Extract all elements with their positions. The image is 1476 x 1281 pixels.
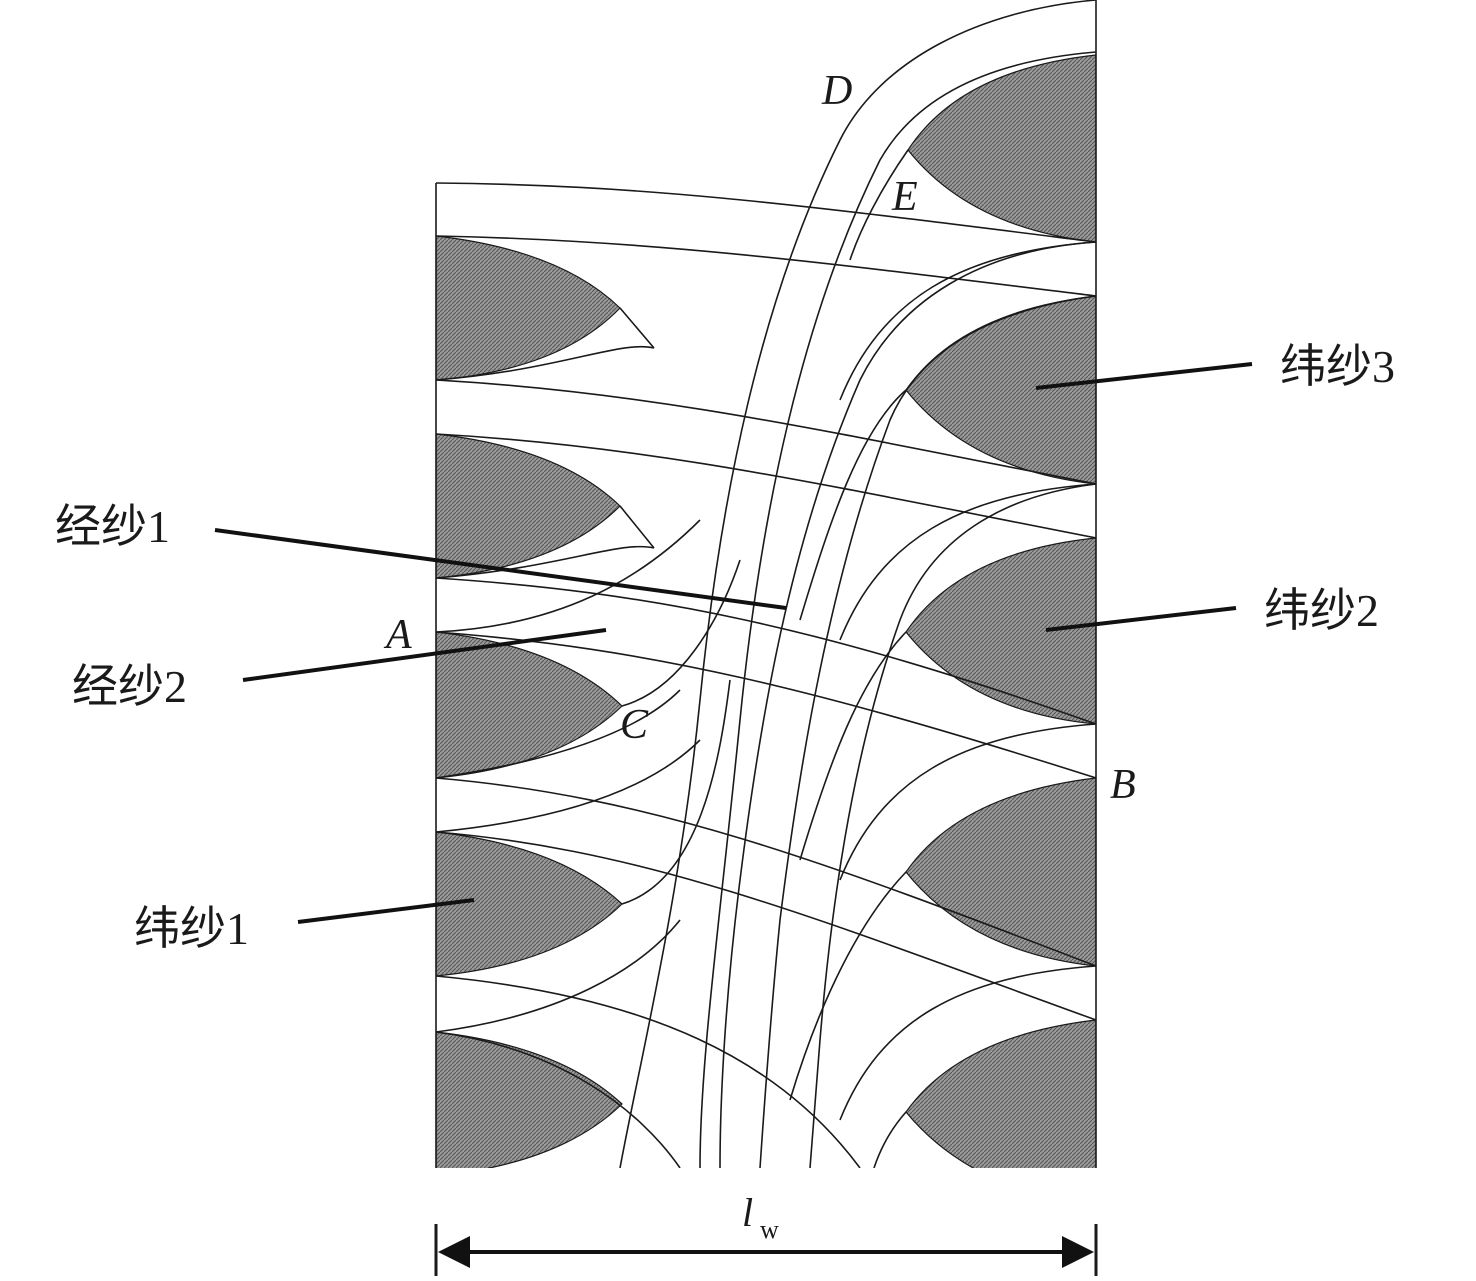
warp-yarn-3-edge [809, 483, 1096, 1168]
warp-line [436, 235, 1096, 297]
weft-section-right-4 [905, 777, 1096, 967]
warp-line [789, 871, 907, 1101]
leader-weft2 [1045, 606, 1237, 632]
warp-line [436, 975, 861, 1168]
label-weft2: 纬纱2 [1264, 585, 1379, 636]
point-label-E: E [891, 174, 918, 220]
label-warp1: 经纱1 [55, 501, 170, 552]
warp-line [436, 519, 701, 633]
point-label-A: A [383, 612, 412, 658]
weft-section-left-4 [436, 831, 623, 977]
warp-line [436, 182, 1096, 243]
warp-line [873, 1111, 907, 1168]
leader-weft1 [297, 898, 475, 924]
label-weft1: 纬纱1 [134, 903, 249, 954]
leader-warp2 [242, 628, 607, 682]
warp-line [436, 739, 701, 833]
point-label-C: C [620, 702, 649, 748]
warp-line [436, 545, 655, 579]
warp-line [436, 379, 1096, 485]
warp-line [619, 307, 655, 349]
warp-yarn-1-edge [619, 0, 1096, 1168]
warp-line [849, 149, 909, 261]
weft-section-left-5 [436, 1031, 623, 1168]
dimension-label: l [742, 1190, 753, 1235]
point-label-B: B [1110, 762, 1136, 808]
weft-section-right-3 [905, 537, 1096, 725]
dimension-arrow-right [1062, 1236, 1094, 1268]
warp-line [436, 689, 681, 779]
weft-section-right-1 [907, 54, 1096, 243]
warp-line [799, 389, 907, 621]
leader-weft3 [1035, 362, 1253, 390]
warp-line [839, 483, 1096, 641]
warp-line [436, 577, 1096, 725]
warp-line [436, 831, 1096, 1021]
weft-section-right-5 [905, 1019, 1096, 1168]
warp-yarn-2-edge [719, 241, 1096, 1168]
dimension-label-subscript: w [760, 1215, 779, 1244]
warp-line [436, 433, 1096, 539]
warp-line [436, 777, 1096, 967]
weft-section-left-1 [436, 235, 621, 381]
dimension-arrow-left [438, 1236, 470, 1268]
warp-line [436, 919, 681, 1033]
warp-yarn-1-lower [621, 559, 741, 707]
weft-section-left-2 [436, 433, 621, 579]
warp-line [619, 505, 655, 549]
weft-section-left-3 [436, 631, 623, 779]
weave-structure [436, 0, 1096, 1168]
point-label-D: D [821, 68, 852, 114]
label-warp2: 经纱2 [72, 661, 187, 712]
label-weft3: 纬纱3 [1280, 341, 1395, 392]
warp-yarn-1-lower [621, 679, 731, 905]
warp-line [839, 723, 1096, 881]
leader-warp1 [214, 528, 787, 610]
warp-line [839, 965, 1096, 1121]
weft-section-right-2 [905, 295, 1096, 485]
warp-line [799, 631, 907, 861]
warp-line [436, 1031, 681, 1168]
warp-yarn-1-edge [699, 51, 1096, 1168]
warp-line [436, 345, 655, 381]
warp-yarn-2-edge [759, 295, 1096, 1168]
